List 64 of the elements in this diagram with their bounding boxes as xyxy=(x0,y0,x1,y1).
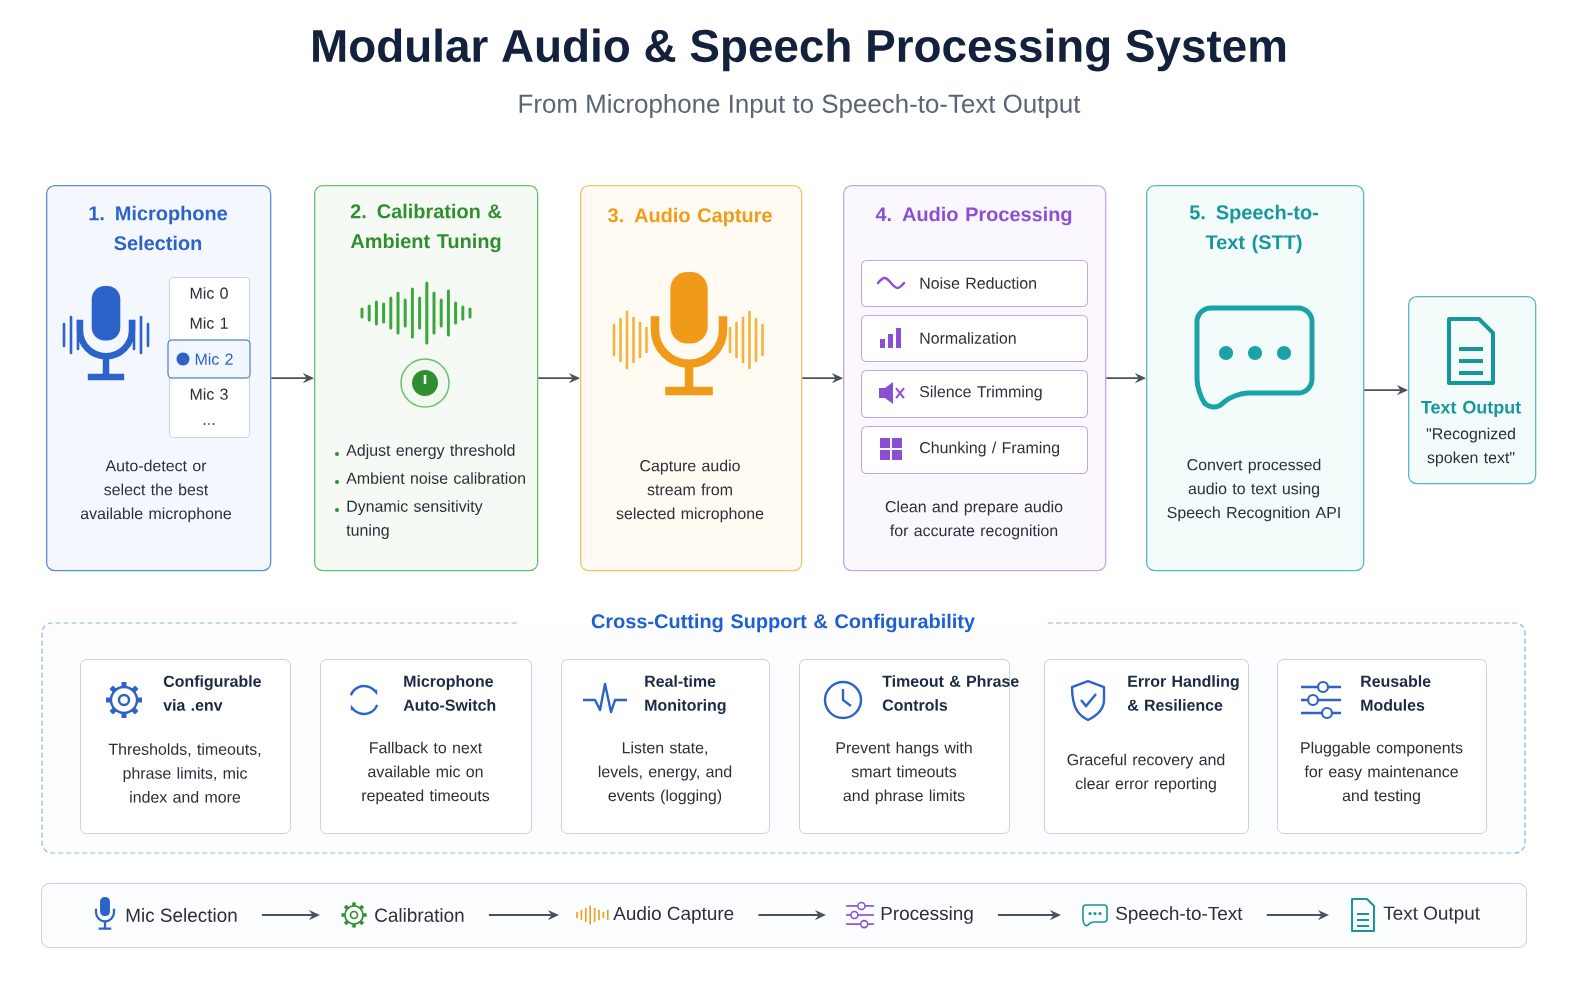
subtitle: From Microphone Input to Speech-to-Text Output xyxy=(519,93,1081,119)
bullet-text: Dynamic sensitivity tuning xyxy=(346,500,483,539)
description-text: Auto-detect or select the best available microphone xyxy=(80,459,231,523)
node-label: Mic Selection xyxy=(126,908,237,922)
card-title: Timeout & Phrase Controls xyxy=(882,675,1019,711)
step-box xyxy=(861,315,1088,362)
mic-option: Mic 3 xyxy=(190,388,228,400)
mic-option: ... xyxy=(203,423,215,425)
flow-strip xyxy=(41,883,1528,948)
feature-card xyxy=(799,659,1019,834)
mic-option: Mic 1 xyxy=(190,317,228,329)
feature-card xyxy=(1277,659,1487,834)
stage-title: 1. Microphone Selection xyxy=(89,205,228,251)
mic-option: Mic 0 xyxy=(190,287,228,299)
description-text: Capture audio stream from selected microphone xyxy=(616,459,764,523)
description-text: Listen state, levels, energy, and events (logging) xyxy=(598,741,732,805)
description-text: Graceful recovery and clear error reporting xyxy=(1067,753,1225,793)
step-box xyxy=(861,426,1088,474)
description-text: Prevent hangs with smart timeouts and phrase limits xyxy=(836,741,972,805)
stage-title: 2. Calibration & Ambient Tuning xyxy=(350,203,502,253)
description-text: Clean and prepare audio for accurate recognition xyxy=(885,500,1063,540)
stage-title: 5. Speech-to-Text (STT) xyxy=(1189,204,1318,254)
bullet-text: Ambient noise calibration xyxy=(346,472,525,484)
stage-title: Text Output xyxy=(1421,400,1521,418)
card-title: Microphone Auto-Switch xyxy=(403,675,496,711)
stage-title: 3. Audio Capture xyxy=(608,207,772,227)
stage-box xyxy=(1408,296,1537,485)
step-item: Processing xyxy=(845,901,973,929)
step-item: Calibration xyxy=(341,902,464,928)
card-title: Error Handling & Resilience xyxy=(1127,675,1239,711)
card-title: Reusable Modules xyxy=(1361,675,1431,711)
stage-box xyxy=(1146,185,1365,572)
node-label: Processing xyxy=(881,906,973,924)
node-label: Text Output xyxy=(1383,906,1480,924)
diagram-title: Modular Audio & Speech Processing System xyxy=(313,28,1286,72)
feature-card xyxy=(1044,659,1249,834)
feature-card xyxy=(320,659,532,834)
mic-list xyxy=(167,277,251,438)
step-box xyxy=(861,370,1088,418)
description-text: Convert processed audio to text using Speech Recognition API xyxy=(1167,458,1340,522)
card-title: Configurable via .env xyxy=(163,675,261,711)
feature-card xyxy=(561,659,770,834)
step-item: Speech-to-Text xyxy=(1082,904,1243,927)
selected-mic-option: Mic 2 xyxy=(167,339,251,379)
step-box xyxy=(861,260,1088,307)
description-text: "Recognized spoken text" xyxy=(1426,427,1515,467)
description-text: Fallback to next available mic on repeated timeouts xyxy=(362,741,490,805)
stage-title: 4. Audio Processing xyxy=(875,206,1072,226)
node-label: Speech-to-Text xyxy=(1116,906,1243,924)
feature-card xyxy=(80,659,291,834)
step-item: Text Output xyxy=(1351,898,1480,932)
step-item: Audio Capture xyxy=(576,905,734,925)
step-label: Silence Trimming xyxy=(919,385,1042,401)
bullet-text: Adjust energy threshold xyxy=(346,444,515,460)
panel-title: Cross-Cutting Support & Configurability xyxy=(591,613,975,633)
stage-box xyxy=(314,185,539,572)
card-title: Real-time Monitoring xyxy=(645,675,726,715)
step-label: Normalization xyxy=(920,332,1016,344)
stage-box xyxy=(580,185,803,572)
description-text: Pluggable components for easy maintenance and testing xyxy=(1301,741,1463,805)
step-label: Chunking / Framing xyxy=(920,441,1060,457)
description-text: Thresholds, timeouts, phrase limits, mic index and more xyxy=(108,743,261,803)
step-item: Mic Selection xyxy=(94,897,237,930)
step-label: Noise Reduction xyxy=(920,277,1036,289)
